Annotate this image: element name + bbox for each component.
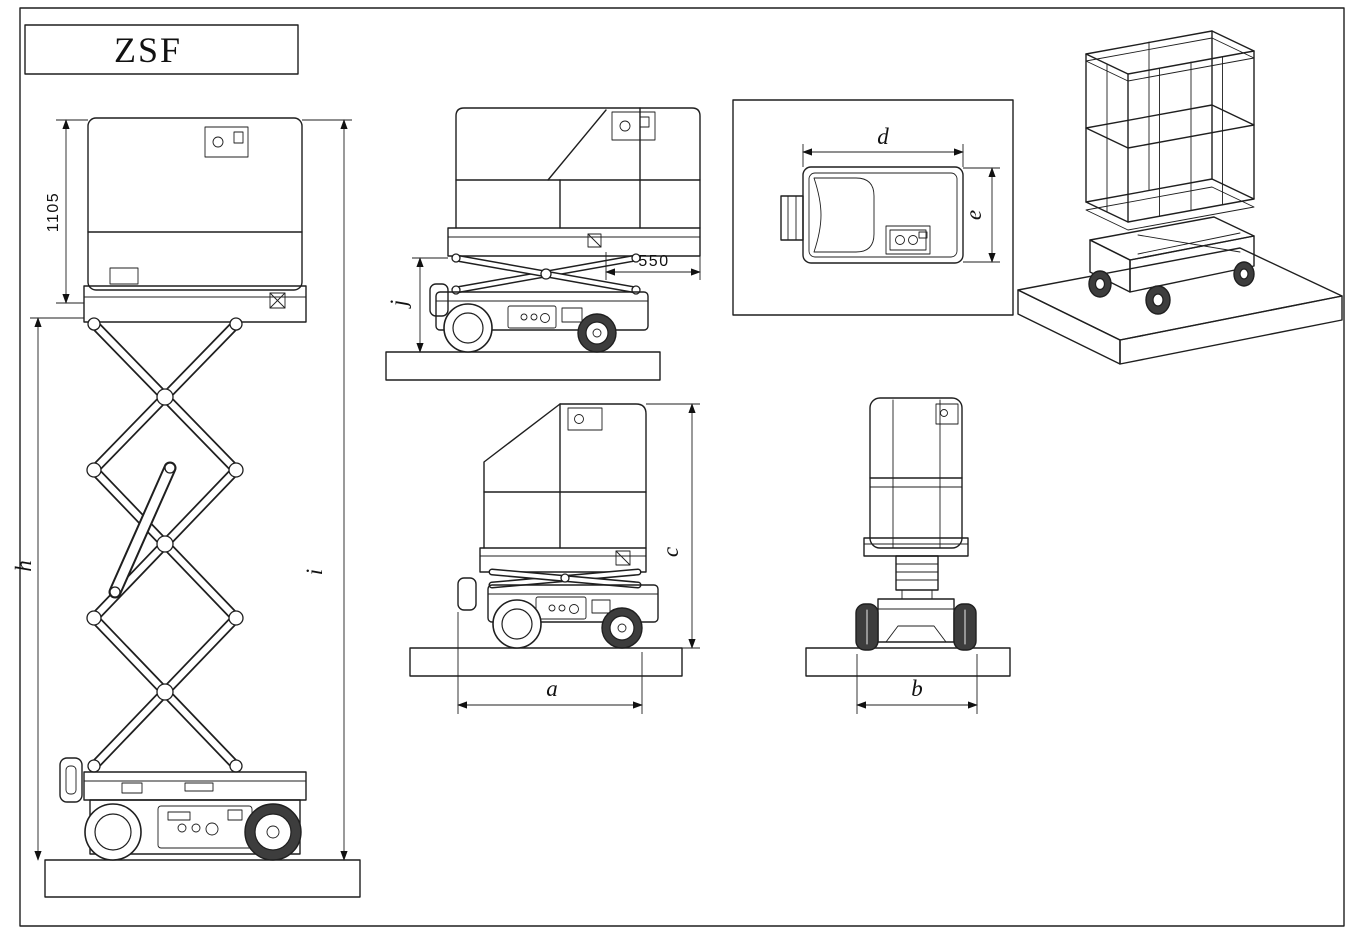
- dim-label-a: a: [546, 676, 558, 701]
- dim-b: b: [856, 654, 978, 714]
- dim-label-j: j: [386, 300, 411, 309]
- chassis: [59, 757, 307, 861]
- ground-slab: [44, 859, 361, 898]
- isometric-view: [1017, 30, 1343, 365]
- dim-d: d: [802, 124, 964, 167]
- dim-1105: 1105: [45, 119, 88, 304]
- dim-c: c: [646, 403, 700, 649]
- chassis: [429, 283, 649, 353]
- dim-j: j: [386, 257, 448, 353]
- dim-h: h: [11, 317, 84, 861]
- platform-cage: [447, 107, 701, 257]
- stowed-side-view: [385, 107, 701, 381]
- dim-e: e: [961, 167, 1000, 263]
- platform-cage: [863, 397, 969, 557]
- pallet-slab: [1017, 247, 1343, 365]
- ground-slab: [409, 647, 683, 677]
- entry-ladder: [780, 195, 804, 241]
- chassis: [855, 598, 977, 651]
- stowed-mast: [895, 555, 939, 600]
- front-view: [805, 397, 1011, 677]
- extended-side-view: [44, 117, 361, 898]
- dim-label-c: c: [658, 547, 683, 557]
- platform-cage: [83, 117, 307, 323]
- compact-side-view: [409, 403, 683, 677]
- folded-scissors: [488, 568, 642, 589]
- chassis-3d: [1088, 216, 1255, 315]
- dim-label-b: b: [911, 676, 923, 701]
- dim-label-extension: 550: [638, 253, 669, 270]
- platform-cage: [479, 403, 647, 573]
- ground-slab: [805, 647, 1011, 677]
- dim-a: a: [457, 612, 643, 714]
- dim-label-d: d: [877, 124, 889, 149]
- dim-i: i: [302, 119, 352, 861]
- plan-view-frame: [732, 99, 1014, 316]
- dim-label-i: i: [302, 569, 327, 575]
- platform-top-outline: [780, 166, 964, 264]
- dim-label-h: h: [11, 560, 36, 572]
- dim-550: 550: [605, 232, 701, 280]
- model-title: ZSF: [114, 30, 182, 70]
- title-block: ZSF: [24, 24, 299, 75]
- folded-scissors: [451, 253, 641, 295]
- scissor-arms: [86, 317, 244, 773]
- cage-3d: [1085, 30, 1255, 231]
- ground-slab: [385, 351, 661, 381]
- sheet-border: [19, 7, 1345, 927]
- chassis: [457, 577, 659, 649]
- dim-label-e: e: [961, 210, 986, 220]
- plan-view: d e: [732, 99, 1014, 316]
- dim-label-rail-height: 1105: [45, 192, 62, 232]
